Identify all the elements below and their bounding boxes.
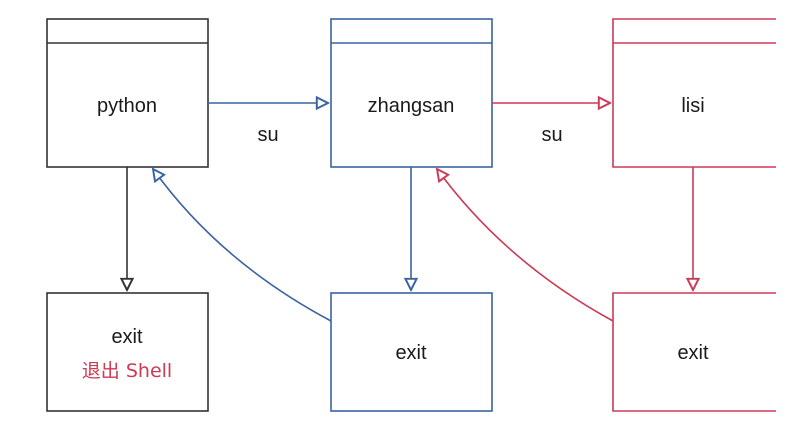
exit-box-python: exit 退出 Shell xyxy=(46,292,209,412)
python-label: python xyxy=(97,95,157,117)
su-label-2: su xyxy=(541,124,562,146)
exit-shell-note: 退出 Shell xyxy=(82,360,172,382)
exit-label-lisi: exit xyxy=(677,342,709,364)
su-label-1: su xyxy=(257,124,278,146)
exit-box-zhangsan: exit xyxy=(330,292,493,412)
return-arrow-to-zhangsan xyxy=(437,169,614,322)
zhangsan-box: zhangsan xyxy=(330,18,493,168)
exit-label-zhangsan: exit xyxy=(395,342,427,364)
return-arrow-to-python xyxy=(153,169,332,322)
lisi-box: lisi xyxy=(612,18,776,168)
python-box: python xyxy=(46,18,209,168)
exit-label-python: exit xyxy=(111,326,143,348)
exit-box-lisi: exit xyxy=(612,292,776,412)
lisi-label: lisi xyxy=(681,95,704,117)
zhangsan-label: zhangsan xyxy=(368,95,455,117)
